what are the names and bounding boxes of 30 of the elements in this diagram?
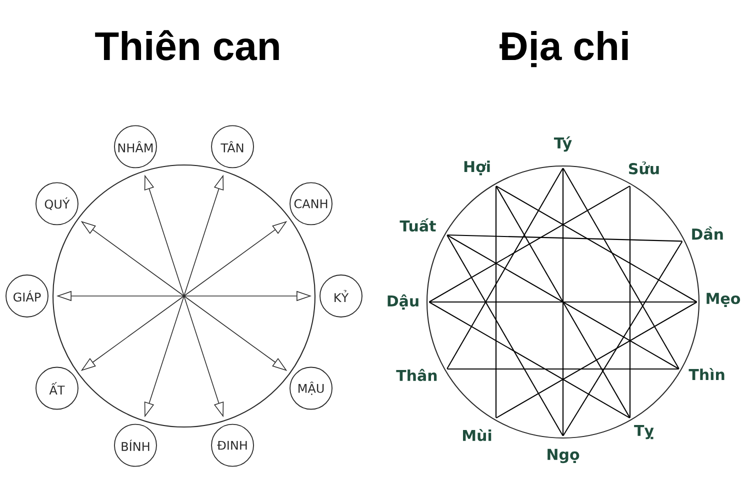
vertex-label: Mùi (463, 428, 492, 442)
vertex-label: Dậu (388, 294, 418, 310)
heading: Địa chi (500, 31, 628, 68)
line (428, 186, 630, 302)
line (446, 168, 564, 370)
line (562, 168, 564, 436)
line (447, 234, 682, 242)
vertex-label: Sửu (628, 162, 659, 174)
vertex-label: Ngọ (548, 448, 580, 464)
vertex-label: Thìn (688, 368, 724, 380)
vertex-label: Tỵ (634, 424, 654, 440)
line (562, 168, 680, 370)
line (447, 368, 679, 370)
line (496, 186, 698, 302)
line (629, 186, 631, 418)
line (429, 301, 697, 303)
line (446, 234, 680, 370)
line (496, 302, 698, 418)
vertex-label: Tuất (400, 218, 436, 232)
vertex-label: Thân (396, 368, 437, 382)
vertex-label: Tý (554, 136, 572, 152)
line (562, 241, 683, 436)
vertex-label: Mẹo (706, 292, 740, 308)
line (446, 234, 564, 436)
heading: Thiên can (95, 30, 279, 60)
line (495, 186, 497, 418)
vertex-label: Hợi (464, 160, 490, 176)
line (428, 302, 630, 418)
line (496, 186, 630, 418)
vertex-label: Dần (692, 226, 723, 240)
